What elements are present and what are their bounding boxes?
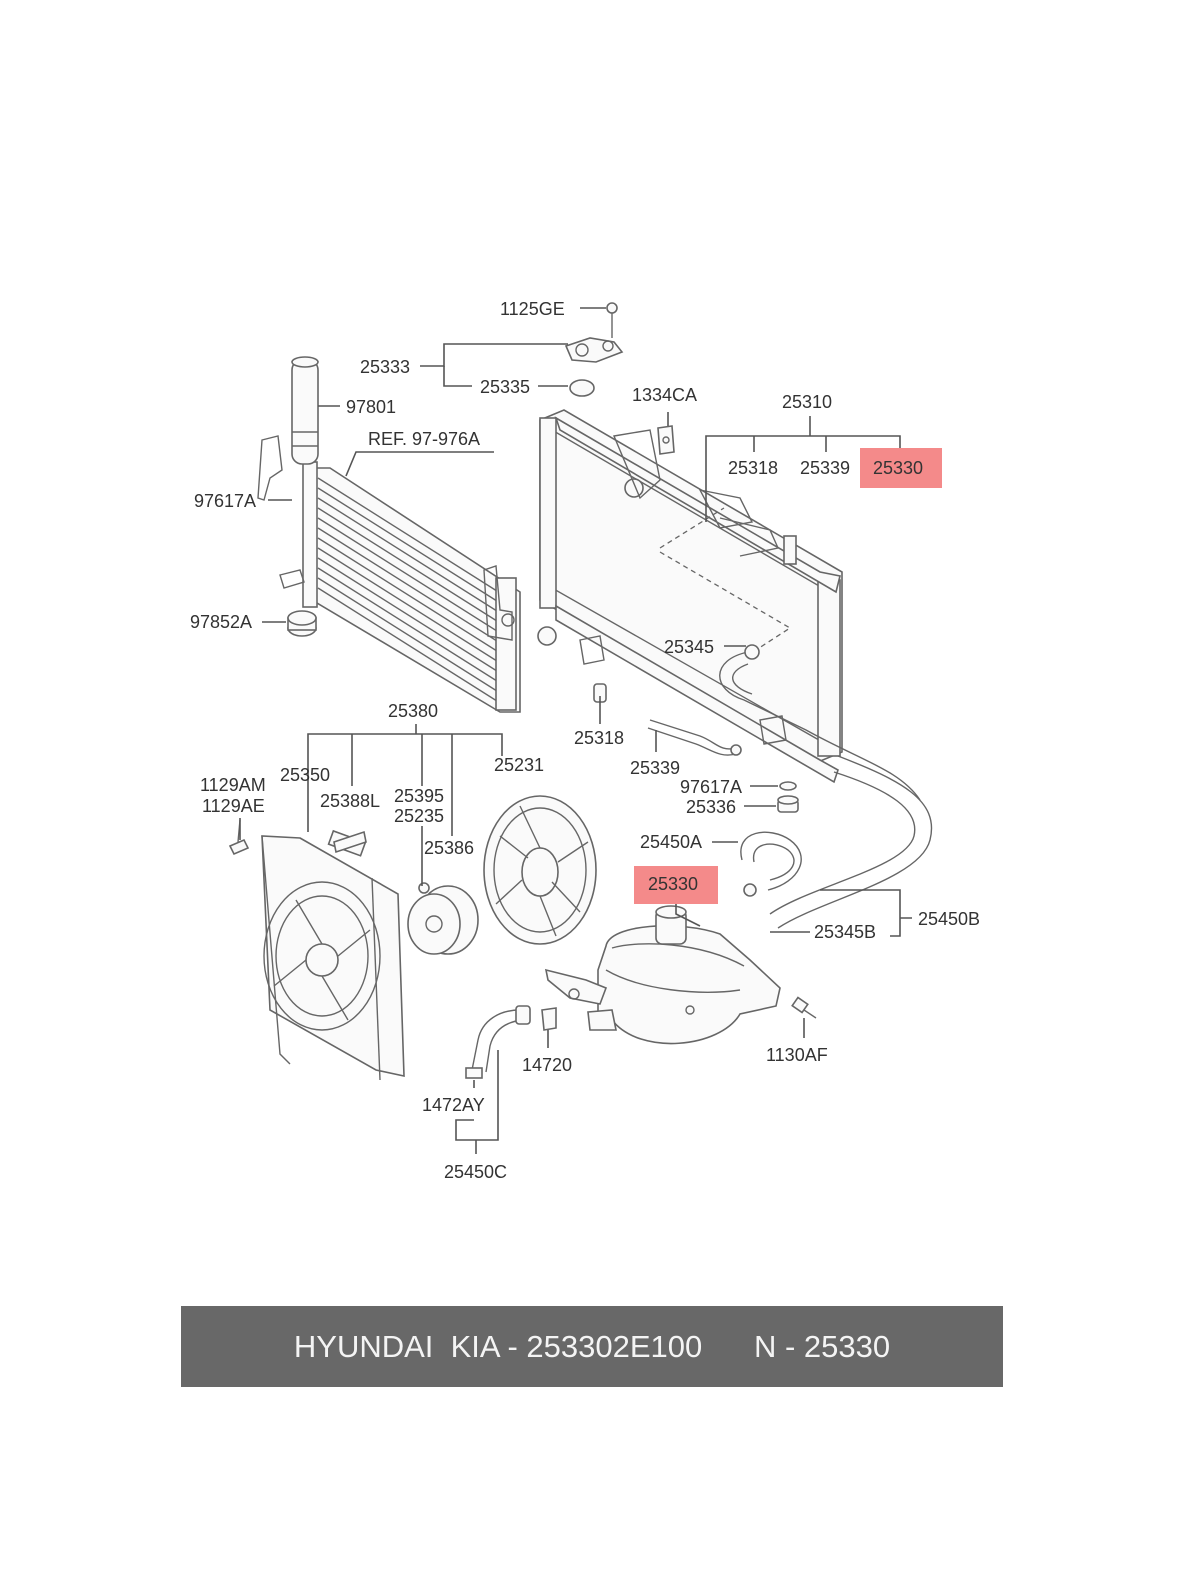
upper-hose-illustration bbox=[719, 644, 921, 801]
bolt-1130AF-illustration bbox=[791, 996, 817, 1019]
hose-25450B-illustration bbox=[769, 755, 933, 929]
part-label: 1334CA bbox=[632, 385, 697, 405]
part-label: 1130AF bbox=[766, 1045, 828, 1065]
part-label: 25333 bbox=[360, 357, 410, 377]
cap-97852A-illustration bbox=[287, 610, 317, 637]
banner-n-number: N - 25330 bbox=[753, 1328, 891, 1364]
part-label: 25345 bbox=[664, 637, 714, 657]
lower-hose-illustration bbox=[465, 1005, 557, 1079]
part-label: 25318 bbox=[728, 458, 778, 478]
part-labels: 1125GE 25333 25335 97801 1334CA 25310 RE… bbox=[190, 299, 980, 1182]
fan-shroud-illustration bbox=[228, 819, 405, 1081]
part-label: 97801 bbox=[346, 397, 396, 417]
part-label: 14720 bbox=[522, 1055, 572, 1075]
part-label: 97617A bbox=[680, 777, 742, 797]
fan-blade-illustration bbox=[483, 795, 597, 945]
part-label-highlighted: 25330 bbox=[873, 458, 923, 478]
part-label: 25235 bbox=[394, 806, 444, 826]
radiator-illustration bbox=[537, 409, 843, 784]
bracket-1334CA-illustration bbox=[657, 425, 675, 455]
reservoir-tank-illustration bbox=[544, 905, 781, 1045]
part-label: 1129AE bbox=[202, 796, 265, 816]
part-label: 25388L bbox=[320, 791, 380, 811]
part-label: 1472AY bbox=[422, 1095, 485, 1115]
part-label: 25231 bbox=[494, 755, 544, 775]
part-label: 25450B bbox=[918, 909, 980, 929]
highlight-box-top bbox=[860, 448, 942, 488]
part-label: 1125GE bbox=[500, 299, 565, 319]
part-label-highlighted: 25330 bbox=[648, 874, 698, 894]
part-label: 25318 bbox=[574, 728, 624, 748]
part-label: 25310 bbox=[782, 392, 832, 412]
condenser-illustration bbox=[257, 435, 521, 713]
part-label: 25380 bbox=[388, 701, 438, 721]
small-hose-25339-illustration bbox=[647, 719, 742, 756]
banner-spacer bbox=[702, 1329, 754, 1365]
part-label: 25450C bbox=[444, 1162, 507, 1182]
part-label: 25335 bbox=[480, 377, 530, 397]
part-label: 1129AM bbox=[200, 775, 266, 795]
part-label: 25350 bbox=[280, 765, 330, 785]
highlight-box-bottom bbox=[634, 866, 718, 904]
receiver-drier-illustration bbox=[291, 356, 319, 465]
part-label: 25336 bbox=[686, 797, 736, 817]
part-label: 97852A bbox=[190, 612, 252, 632]
part-label: 97617A bbox=[194, 491, 256, 511]
top-cap-parts-illustration bbox=[564, 302, 624, 397]
part-label: 25386 bbox=[424, 838, 474, 858]
banner-brand-part: HYUNDAI KIA - 253302E100 bbox=[293, 1328, 703, 1364]
part-label: 25395 bbox=[394, 786, 444, 806]
fan-motor-illustration bbox=[407, 882, 479, 955]
label-plate-illustration bbox=[333, 830, 367, 854]
leader-lines bbox=[239, 307, 912, 1154]
part-label: 25339 bbox=[630, 758, 680, 778]
part-label: 25339 bbox=[800, 458, 850, 478]
oring-plug-illustration bbox=[777, 781, 799, 813]
part-label: REF. 97-976A bbox=[368, 429, 480, 449]
part-label: 25345B bbox=[814, 922, 876, 942]
part-number-banner: HYUNDAI KIA - 253302E100 N - 25330 bbox=[181, 1306, 1003, 1387]
hose-25450A-illustration bbox=[740, 831, 802, 897]
part-label: 25450A bbox=[640, 832, 702, 852]
